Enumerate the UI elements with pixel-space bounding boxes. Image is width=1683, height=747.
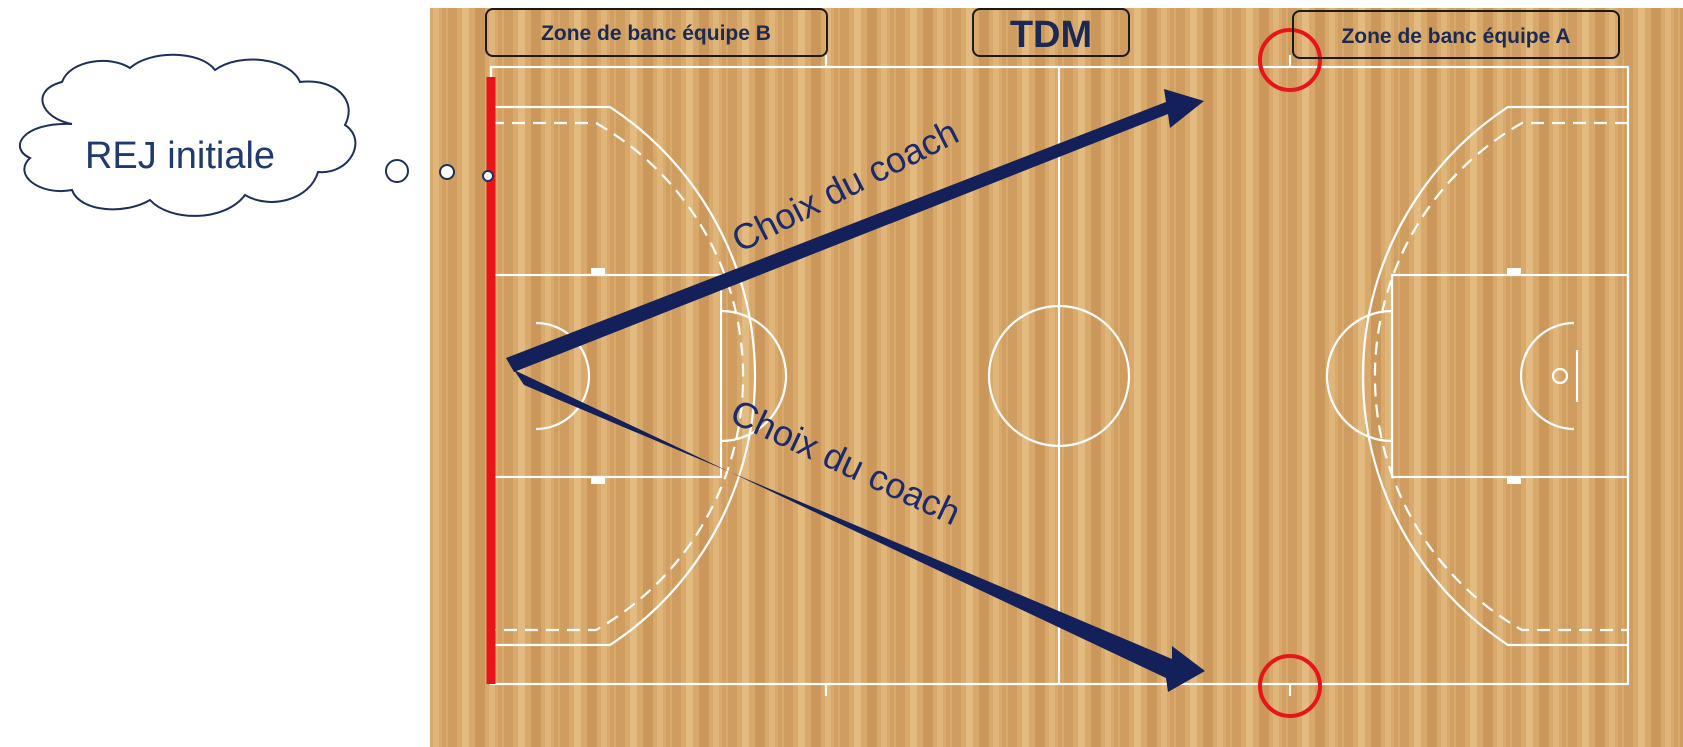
red-circle-bottom [1258,654,1322,718]
thought-bubble-1 [385,159,409,183]
court-lines [489,55,1630,696]
thought-bubble-3 [482,170,494,182]
thought-text: REJ initiale [85,135,275,177]
red-circle-top [1258,28,1322,92]
bench-b-label: Zone de banc équipe B [485,8,828,57]
right-three-point [1361,105,1628,647]
center-circle [987,304,1131,448]
left-three-point-dashed [491,121,745,632]
bench-a-label: Zone de banc équipe A [1292,10,1620,59]
right-hoop [1551,367,1569,385]
right-ft-circle [1325,309,1393,443]
right-restricted-arc [1519,321,1575,431]
thought-bubble-2 [439,164,455,180]
bench-a-text: Zone de banc équipe A [1341,25,1570,48]
left-restricted-arc [535,321,591,431]
bench-b-text: Zone de banc équipe B [541,22,771,45]
tdm-text: TDM [1010,14,1092,56]
arrow-lower [514,370,1205,692]
tdm-label: TDM [972,8,1130,57]
arrow-upper [506,89,1204,372]
thought-cloud: REJ initiale [19,53,494,217]
right-three-point-dashed [1373,121,1628,632]
left-three-point [491,105,757,647]
